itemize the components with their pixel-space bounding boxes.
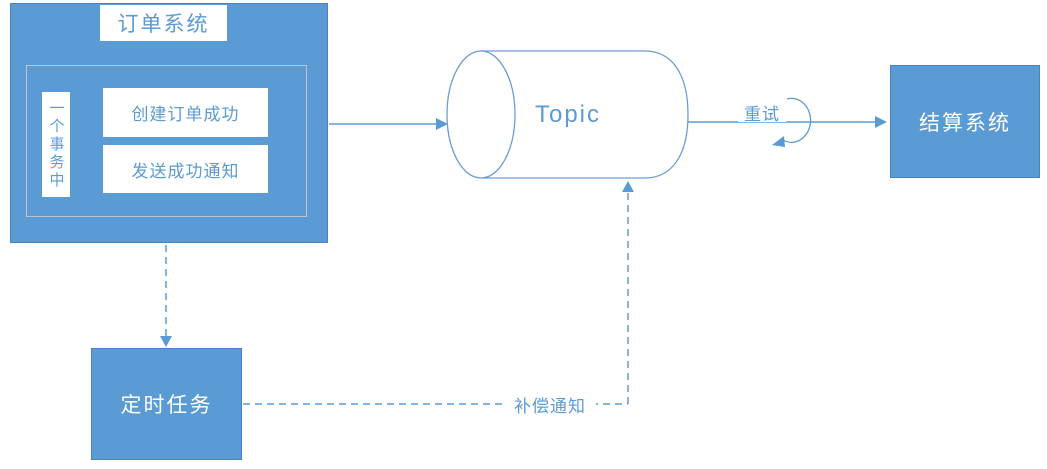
- dashed-arrow-task-to-topic: [243, 181, 634, 405]
- arrowhead-up-icon: [622, 181, 634, 192]
- retry-loop-icon: [772, 97, 812, 147]
- settlement-system-box: 结算系统: [890, 65, 1040, 178]
- topic-cylinder: [446, 50, 689, 179]
- retry-label: 重试: [738, 102, 786, 124]
- arrow-order-to-topic: [329, 118, 448, 130]
- step-create-order: 创建订单成功: [103, 88, 268, 137]
- topic-label: Topic: [534, 101, 602, 128]
- dashed-arrow-order-to-task: [160, 245, 172, 347]
- compensation-label: 补偿通知: [504, 393, 596, 416]
- arrow-topic-to-settlement: [688, 116, 887, 128]
- scheduled-task-box: 定时任务: [91, 348, 242, 460]
- transaction-group: [26, 65, 307, 217]
- step-send-notice: 发送成功通知: [103, 145, 268, 193]
- order-system-title: 订单系统: [100, 5, 227, 41]
- arrowhead-right-icon: [436, 118, 448, 130]
- loop-arrowhead-icon: [772, 136, 785, 147]
- arrowhead-right-icon: [875, 116, 887, 128]
- arrowhead-down-icon: [160, 336, 172, 347]
- transaction-label: 一个事务中: [42, 92, 70, 197]
